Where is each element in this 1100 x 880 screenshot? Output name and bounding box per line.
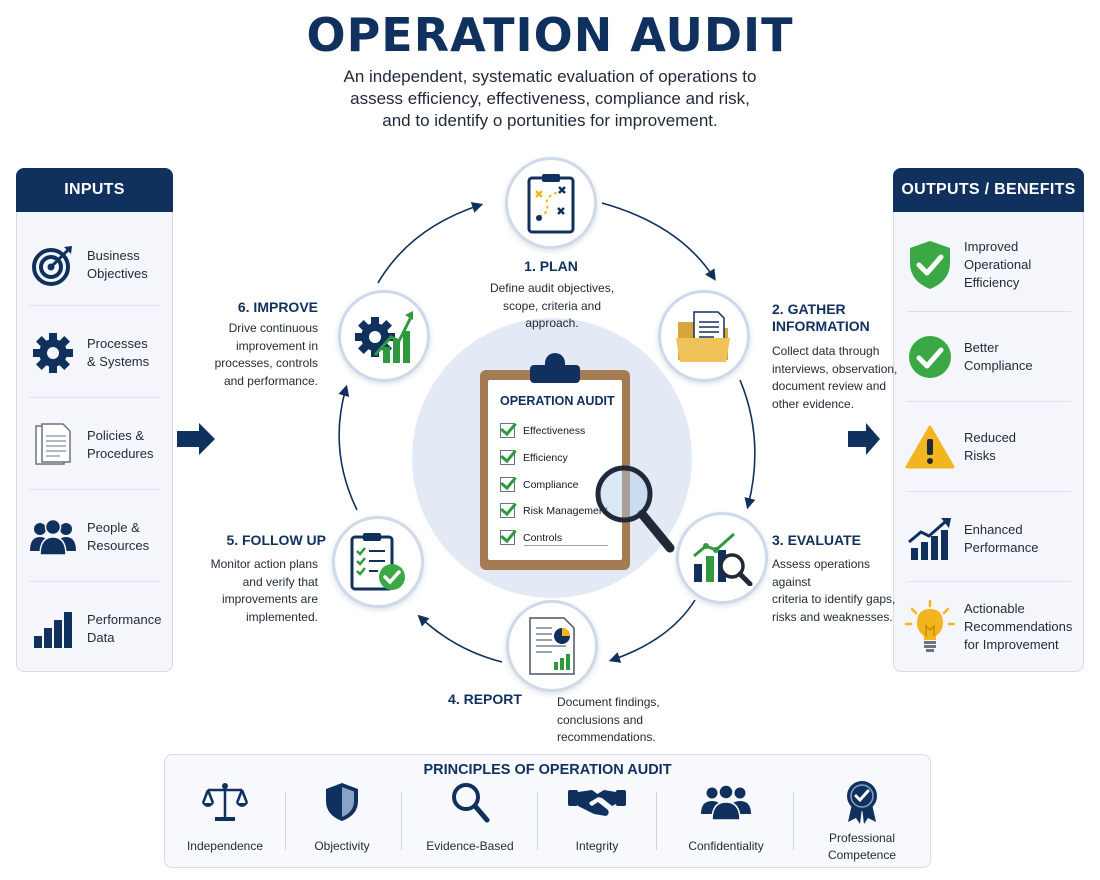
outputs-heading: OUTPUTS / BENEFITS — [893, 168, 1084, 212]
warning-icon — [902, 419, 958, 475]
step-report-desc: Document findings, conclusions and recom… — [557, 695, 660, 744]
output-item-efficiency: Improved Operational Efficiency — [902, 219, 1075, 311]
output-item-performance: Enhanced Performance — [902, 493, 1075, 585]
lightbulb-icon — [902, 599, 958, 655]
input-label: Business Objectives — [87, 248, 148, 281]
subtitle-line-2: assess efficiency, effectiveness, compli… — [350, 89, 750, 108]
report-icon — [529, 617, 575, 675]
gear-icon — [25, 325, 81, 381]
output-item-compliance: Better Compliance — [902, 311, 1075, 403]
subtitle-line-3: and to identify o portunities for improv… — [382, 111, 718, 130]
clipboard-clip-ring — [545, 353, 565, 369]
shield-icon — [282, 780, 402, 824]
step-followup-title: 5. FOLLOW UP — [226, 532, 326, 548]
handshake-icon — [537, 780, 657, 824]
step-gather-circle — [658, 290, 750, 382]
award-icon — [802, 780, 922, 824]
check-circle-icon — [902, 329, 958, 385]
principle-independence: Independence — [165, 780, 285, 855]
step-gather-desc: Collect data through interviews, observa… — [772, 344, 898, 411]
input-item-people: People & Resources — [25, 491, 164, 583]
arrow-report-to-followup — [417, 614, 503, 663]
principles-heading: PRINCIPLES OF OPERATION AUDIT — [423, 762, 672, 778]
input-label: Performance Data — [87, 612, 162, 645]
outputs-arrow — [848, 423, 880, 455]
output-item-risks: Reduced Risks — [902, 401, 1075, 493]
input-label: People & Resources — [87, 520, 150, 553]
input-item-business-objectives: Business Objectives — [25, 219, 164, 311]
step-evaluate-title: 3. EVALUATE — [772, 532, 861, 548]
inputs-arrow — [177, 423, 215, 455]
folder-icon — [676, 311, 730, 362]
principle-label: Independence — [186, 839, 264, 853]
clipboard-item: Compliance — [500, 477, 578, 492]
step-report-circle — [506, 600, 598, 692]
principle-objectivity: Objectivity — [282, 780, 402, 855]
clipboard-clip — [530, 365, 580, 383]
principle-label: Objectivity — [314, 839, 370, 853]
target-icon — [25, 237, 81, 293]
growth-chart-icon — [902, 511, 958, 567]
outputs-panel: OUTPUTS / BENEFITS Improved Operational … — [893, 168, 1084, 672]
magnifier-icon — [410, 780, 530, 824]
principle-integrity: Integrity — [537, 780, 657, 855]
step-followup-circle — [332, 516, 424, 608]
input-item-processes: Processes & Systems — [25, 307, 164, 399]
output-label: Enhanced Performance — [964, 522, 1039, 555]
people-icon — [25, 509, 81, 565]
inputs-heading: INPUTS — [16, 168, 173, 212]
step-improve-circle — [338, 290, 430, 382]
clipboard-item: Efficiency — [500, 450, 568, 465]
analysis-icon — [693, 532, 753, 586]
step-followup-desc: Monitor action plans and verify that imp… — [210, 557, 318, 624]
step-plan-title: 1. PLAN — [524, 258, 578, 274]
input-item-policies: Policies & Procedures — [25, 399, 164, 491]
arrow-improve-to-plan — [377, 202, 484, 284]
group-icon — [666, 780, 786, 824]
principle-label: Confidentiality — [688, 839, 764, 853]
output-label: Reduced Risks — [964, 430, 1017, 463]
subtitle-line-1: An independent, systematic evaluation of… — [343, 67, 757, 86]
step-gather-title: 2. GATHER INFORMATION — [772, 301, 870, 334]
principle-confidentiality: Confidentiality — [666, 780, 786, 855]
document-icon — [25, 417, 81, 473]
clipboard-item: Controls — [500, 530, 562, 545]
page-title: OPERATION AUDIT — [306, 8, 794, 62]
follow-up-clipboard-icon — [350, 533, 405, 591]
magnifier-icon — [595, 465, 675, 553]
improve-gear-chart-icon — [355, 311, 413, 363]
clipboard-item: Risk Management — [500, 503, 608, 518]
step-plan-desc: Define audit objectives, scope, criteria… — [489, 281, 615, 330]
step-plan-circle — [505, 157, 597, 249]
step-improve-desc: Drive continuous improvement in processe… — [214, 321, 318, 388]
step-evaluate-desc: Assess operations against criteria to id… — [772, 557, 896, 624]
inputs-panel: INPUTS Business Objectives Processes & S… — [16, 168, 173, 672]
principle-evidence-based: Evidence-Based — [410, 780, 530, 855]
bar-chart-icon — [25, 601, 81, 657]
clipboard-title: OPERATION AUDIT — [500, 394, 615, 408]
output-label: Improved Operational Efficiency — [964, 239, 1032, 290]
principle-label: Integrity — [575, 839, 619, 853]
arrow-plan-to-gather — [601, 202, 716, 281]
step-evaluate-circle — [676, 512, 768, 604]
principles-panel — [164, 754, 931, 868]
step-report-title: 4. REPORT — [448, 691, 522, 707]
output-label: Actionable Recommendations for Improveme… — [964, 601, 1073, 652]
input-label: Policies & Procedures — [87, 428, 154, 461]
input-item-performance: Performance Data — [25, 583, 164, 675]
arrow-evaluate-to-report — [608, 599, 696, 663]
clipboard-item: Effectiveness — [500, 423, 585, 438]
arrow-gather-to-evaluate — [739, 379, 756, 510]
input-label: Processes & Systems — [87, 336, 150, 369]
plan-clipboard-icon — [527, 174, 575, 234]
arrow-followup-to-improve — [338, 384, 358, 511]
scales-icon — [165, 780, 285, 824]
principle-label: Professional Competence — [827, 831, 897, 862]
principle-label: Evidence-Based — [426, 839, 514, 853]
output-item-recommendations: Actionable Recommendations for Improveme… — [902, 581, 1075, 673]
step-improve-title: 6. IMPROVE — [237, 299, 318, 315]
shield-check-icon — [902, 237, 958, 293]
principle-professional-competence: Professional Competence — [802, 780, 922, 864]
output-label: Better Compliance — [964, 340, 1033, 373]
